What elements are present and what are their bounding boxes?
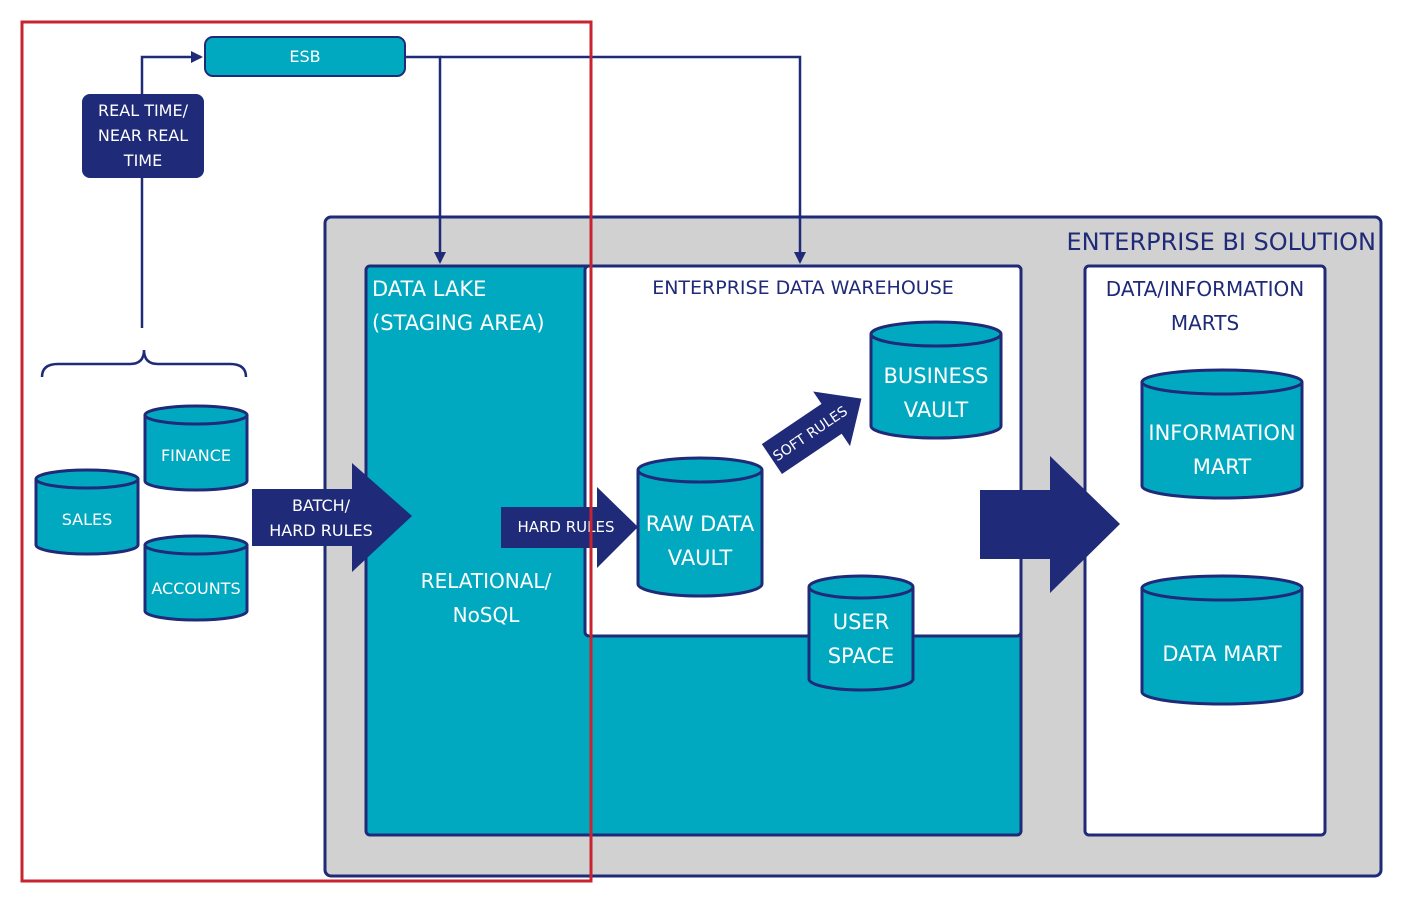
marts-title-line2: MARTS xyxy=(1171,311,1239,335)
data-lake-tech-line2: NoSQL xyxy=(453,603,521,627)
raw-vault-line2: VAULT xyxy=(668,546,733,570)
realtime-line1: REAL TIME/ xyxy=(98,101,189,120)
data-mart-label: DATA MART xyxy=(1162,642,1281,666)
data-lake-tech-line1: RELATIONAL/ xyxy=(421,569,552,593)
esb-to-edw-line xyxy=(440,55,806,264)
sources-brace xyxy=(40,349,248,378)
batch-arrow-line2: HARD RULES xyxy=(269,521,373,540)
finance-cylinder xyxy=(143,404,249,492)
marts-panel xyxy=(1083,264,1327,837)
batch-arrow xyxy=(252,463,412,572)
business-vault-cylinder xyxy=(869,320,1003,440)
business-vault-line1: BUSINESS xyxy=(884,364,989,388)
user-space-line2: SPACE xyxy=(828,644,895,668)
raw-data-vault-cylinder xyxy=(636,456,764,598)
data-lake-title: DATA LAKE xyxy=(372,277,486,301)
enterprise-bi-title: ENTERPRISE BI SOLUTION xyxy=(1067,228,1377,256)
information-mart-cylinder xyxy=(1140,368,1304,500)
edw-title: ENTERPRISE DATA WAREHOUSE xyxy=(652,277,954,299)
hard-rules-arrow xyxy=(501,487,638,568)
user-space-cylinder xyxy=(807,574,915,692)
user-space-line1: USER xyxy=(833,610,890,634)
sales-label: SALES xyxy=(62,510,113,529)
data-lake-subtitle: (STAGING AREA) xyxy=(372,311,545,335)
information-mart-line2: MART xyxy=(1193,455,1252,479)
realtime-line2: NEAR REAL xyxy=(98,126,188,145)
accounts-label: ACCOUNTS xyxy=(151,579,240,598)
finance-label: FINANCE xyxy=(161,446,231,465)
batch-arrow-line1: BATCH/ xyxy=(292,496,351,515)
business-vault-line2: VAULT xyxy=(904,398,969,422)
data-mart-cylinder xyxy=(1140,574,1304,706)
information-mart-line1: INFORMATION xyxy=(1148,421,1295,445)
sales-cylinder xyxy=(34,468,140,556)
sources-to-esb-line xyxy=(140,51,203,328)
accounts-cylinder xyxy=(143,534,249,622)
edw-to-marts-arrow xyxy=(980,456,1120,593)
esb-label: ESB xyxy=(289,47,320,66)
raw-vault-line1: RAW DATA xyxy=(646,512,755,536)
hard-rules-label: HARD RULES xyxy=(517,518,614,536)
marts-title-line1: DATA/INFORMATION xyxy=(1106,277,1304,301)
realtime-label-box xyxy=(82,94,204,178)
highlight-frame xyxy=(20,20,593,883)
realtime-line3: TIME xyxy=(123,151,162,170)
